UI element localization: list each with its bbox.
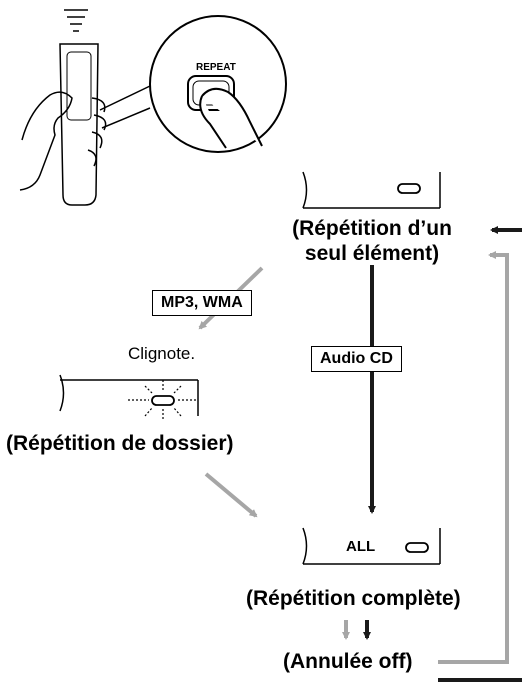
remote-control	[59, 43, 99, 206]
repeat-button-label: REPEAT	[196, 62, 236, 73]
blinking-repeat-indicator-icon	[128, 380, 198, 420]
state-all-label: (Répétition complète)	[246, 587, 461, 610]
arrow-folder-to-all	[204, 472, 258, 518]
repeat-indicator-icon	[397, 183, 421, 194]
state-single-label: (Répétition d’un seul élément)	[292, 216, 452, 266]
condition-mp3-wma: MP3, WMA	[152, 290, 252, 316]
repeat-indicator-icon	[405, 542, 429, 553]
state-folder-label: (Répétition de dossier)	[6, 432, 234, 455]
display-all-repeat	[302, 527, 441, 565]
state-off-label: (Annulée off)	[283, 650, 413, 673]
state-single-line1: (Répétition d’un	[292, 217, 452, 240]
display-all-text: ALL	[346, 538, 376, 555]
state-single-line2: seul élément)	[304, 242, 440, 265]
hand-icon	[19, 91, 73, 191]
display-folder-repeat	[59, 374, 199, 420]
remote-illustration: REPEAT	[19, 9, 287, 206]
finger-icon	[199, 87, 263, 149]
display-single-repeat	[302, 171, 441, 209]
return-loop-gray	[438, 251, 509, 664]
condition-audio-cd: Audio CD	[311, 346, 402, 372]
blink-note: Clignote.	[128, 344, 196, 363]
signal-icon	[64, 9, 88, 32]
